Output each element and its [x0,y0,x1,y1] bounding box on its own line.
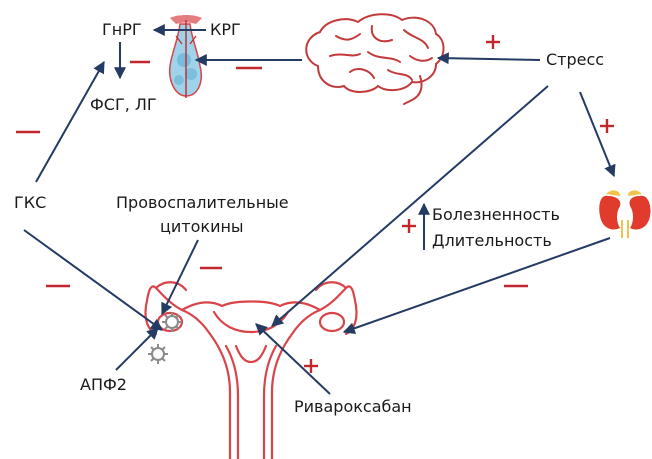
kidneys-icon [599,190,650,238]
uterus-illustration [145,282,356,459]
label-fsg-lg: ФСГ, ЛГ [90,95,157,114]
arrow-stress-to-brain [438,58,540,60]
arrow-kidneys-to-uterus [344,238,610,332]
arrow-cytokines-to-uterus [162,240,198,314]
label-pain-line1: Болезненность [432,205,560,224]
arrow-rivaroxaban-to-uterus [256,324,330,394]
plus-sign [486,35,500,49]
label-pain-line2: Длительность [432,231,552,250]
plus-sign [600,119,614,133]
virus-particle-1 [162,312,182,332]
label-krg: КРГ [210,20,241,39]
arrow-gks-to-uterus [24,230,162,330]
brain-icon [306,14,443,104]
label-cytokines-line2: цитокины [160,217,244,236]
arrow-gks-to-gnrg [36,62,104,182]
arrow-stress-to-kidneys [580,92,614,176]
label-stress: Стресс [546,50,604,69]
virus-particle-2 [148,344,168,364]
label-rivaroxaban: Ривароксабан [294,397,412,416]
plus-sign [402,219,416,233]
label-apf2: АПФ2 [80,375,127,394]
pituitary-gland [170,15,202,98]
label-gks: ГКС [14,193,46,212]
label-gnrg: ГнРГ [102,20,142,39]
label-cytokines-line1: Провоспалительные [116,193,289,212]
